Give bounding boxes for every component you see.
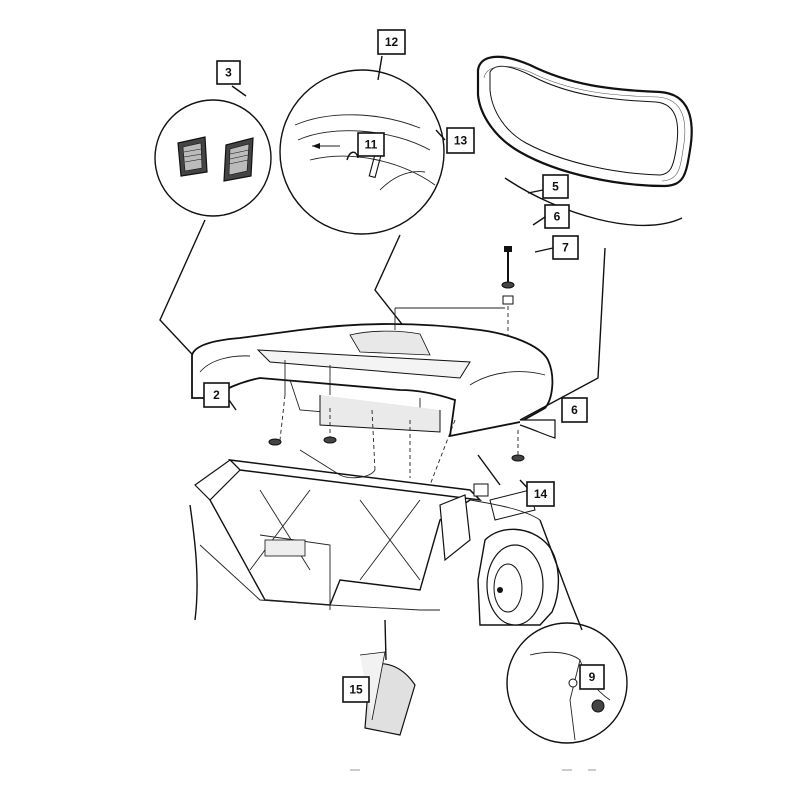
vent-panel-left bbox=[177, 136, 208, 177]
callout-6-top-label: 6 bbox=[554, 210, 561, 224]
callout-3-label: 3 bbox=[225, 66, 232, 80]
bolt-fastener bbox=[501, 246, 525, 462]
vent-detail-circle bbox=[154, 99, 272, 217]
callout-12-label: 12 bbox=[385, 35, 399, 49]
body-arc-upper bbox=[504, 177, 683, 227]
callout-9-label: 9 bbox=[589, 670, 596, 684]
callout-7: 7 bbox=[552, 235, 579, 260]
callout-15: 15 bbox=[342, 676, 370, 703]
rear-body-shell bbox=[191, 323, 554, 438]
leader-5 bbox=[527, 189, 544, 194]
callout-12: 12 bbox=[377, 29, 406, 55]
vent-panel-right bbox=[223, 137, 254, 182]
callout-11: 11 bbox=[357, 132, 385, 157]
callout-14-label: 14 bbox=[534, 487, 548, 501]
callout-6-right-label: 6 bbox=[571, 403, 578, 417]
callout-14: 14 bbox=[526, 481, 555, 507]
callout-5-label: 5 bbox=[552, 180, 559, 194]
hinge-detail-circle bbox=[279, 69, 445, 235]
leader-14 bbox=[477, 454, 501, 486]
leader-13 bbox=[435, 129, 446, 141]
callout-13-label: 13 bbox=[454, 134, 468, 148]
leader-6-top bbox=[532, 216, 546, 226]
nut-detail-circle bbox=[506, 622, 628, 744]
callout-3: 3 bbox=[216, 60, 241, 85]
leader-15 bbox=[384, 619, 387, 661]
callout-7-label: 7 bbox=[562, 241, 569, 255]
leader-3 bbox=[231, 85, 247, 97]
leader-2-detail bbox=[159, 219, 206, 369]
callout-5: 5 bbox=[542, 174, 569, 199]
chassis-frame bbox=[189, 449, 541, 621]
leader-12 bbox=[377, 55, 383, 81]
callout-11-label: 11 bbox=[365, 138, 378, 152]
trunk-seal-gasket bbox=[476, 55, 693, 188]
callout-2: 2 bbox=[203, 382, 230, 408]
leader-6-right bbox=[519, 247, 606, 421]
alignment-dashes bbox=[279, 394, 456, 486]
nut-center bbox=[323, 436, 337, 444]
leader-9 bbox=[539, 519, 583, 631]
panel-part-15 bbox=[359, 651, 416, 736]
callout-9: 9 bbox=[579, 664, 605, 690]
callout-15-label: 15 bbox=[349, 683, 363, 697]
callout-6-top: 6 bbox=[544, 204, 570, 229]
leader-7 bbox=[534, 247, 554, 253]
nut-left bbox=[268, 438, 282, 446]
callout-6-right: 6 bbox=[561, 397, 588, 423]
callout-2-label: 2 bbox=[213, 388, 220, 402]
wheel-illustration bbox=[477, 528, 560, 626]
callout-13: 13 bbox=[446, 127, 475, 154]
